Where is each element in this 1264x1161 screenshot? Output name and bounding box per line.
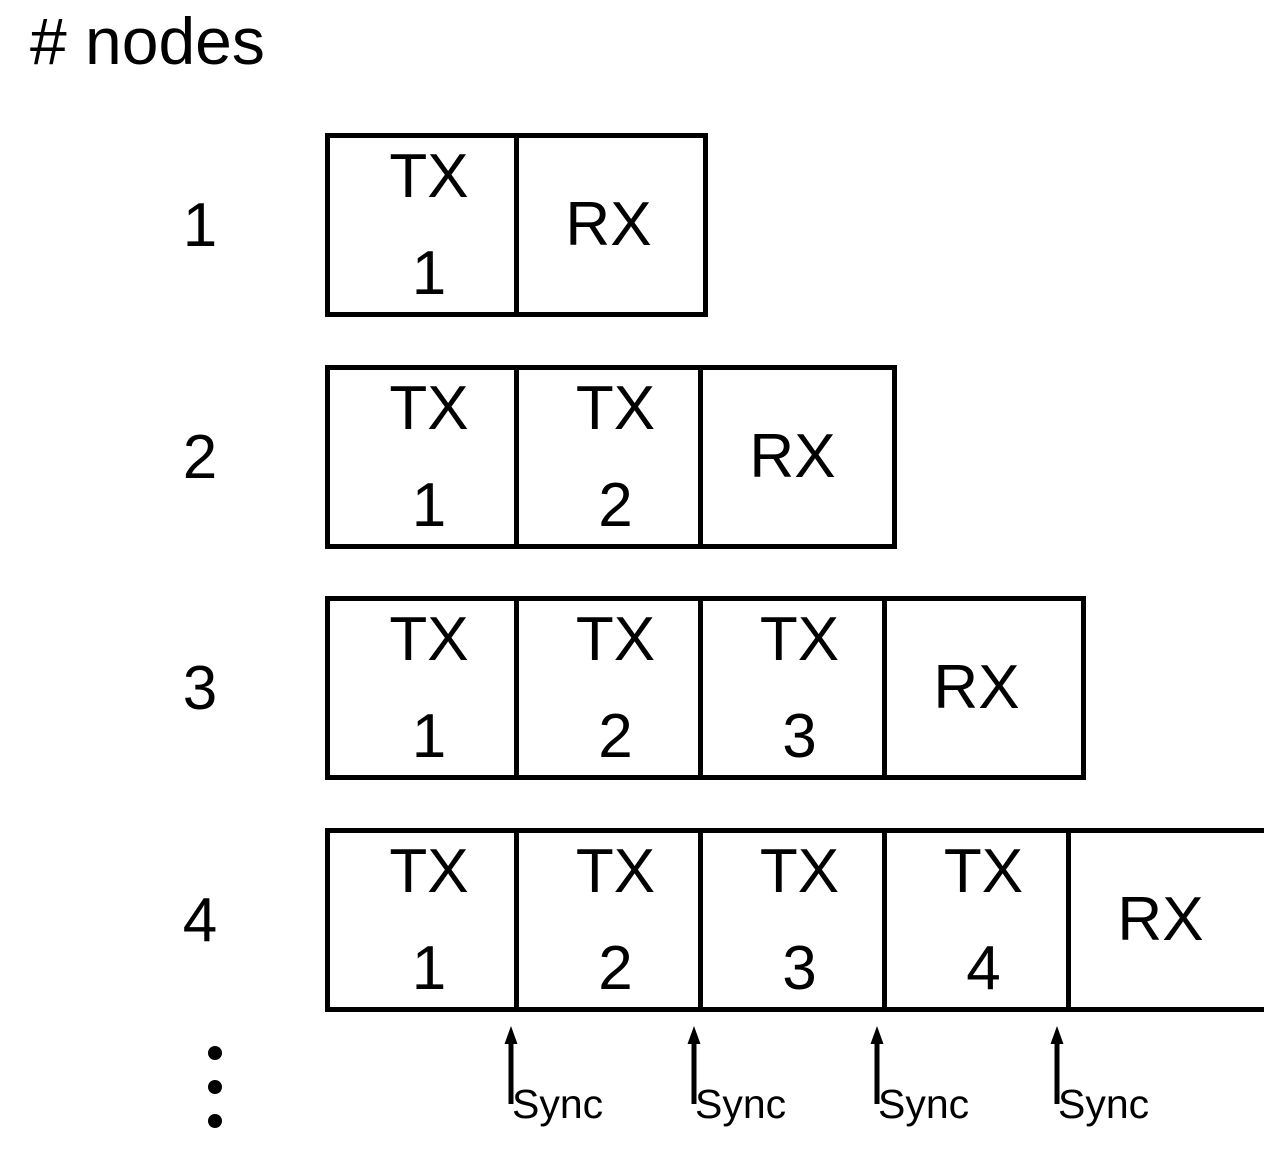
tx-slot-label: TX xyxy=(389,605,469,674)
ellipsis-dot xyxy=(208,1114,222,1128)
tx-slot-cell: TX 2 xyxy=(514,833,698,1007)
tx-slot-cell: TX 1 xyxy=(330,370,514,544)
tx-slot-index: 4 xyxy=(966,933,1001,1003)
tx-slot-index: 2 xyxy=(598,701,633,771)
vertical-ellipsis-icon xyxy=(208,1046,224,1148)
tx-slot-cell: TX 2 xyxy=(514,601,698,775)
sync-arrow-up-icon xyxy=(687,1026,701,1104)
sync-arrow-up-icon xyxy=(1050,1026,1064,1104)
rx-slot-cell: RX xyxy=(1066,833,1250,1007)
rx-slot-cell: RX xyxy=(698,370,882,544)
row-node-count-label: 3 xyxy=(182,654,218,723)
tx-slot-label: TX xyxy=(759,837,840,906)
row-node-count-label: 4 xyxy=(182,886,218,955)
page-title: # nodes xyxy=(30,4,265,78)
tx-slot-cell: TX 1 xyxy=(330,601,514,775)
tx-slot-label: TX xyxy=(575,374,656,443)
tx-slot-index: 1 xyxy=(411,701,447,771)
tx-slot-index: 2 xyxy=(598,470,633,540)
ellipsis-dot xyxy=(208,1046,222,1060)
sync-arrow-up-icon xyxy=(504,1026,518,1104)
tx-slot-cell: TX 3 xyxy=(698,833,882,1007)
rx-slot-label: RX xyxy=(933,653,1020,722)
sync-label: Sync xyxy=(1058,1081,1150,1127)
sync-arrow-up-icon xyxy=(870,1026,884,1104)
tx-slot-label: TX xyxy=(389,142,469,211)
tx-slot-label: TX xyxy=(389,837,469,906)
tx-slot-index: 1 xyxy=(411,933,447,1003)
tx-slot-label: TX xyxy=(575,837,656,906)
row-node-count-label: 2 xyxy=(182,423,218,492)
timeline-row: TX 1 RX xyxy=(325,133,708,317)
tx-slot-label: TX xyxy=(759,605,840,674)
timeline-row: TX 1 TX 2 RX xyxy=(325,365,897,549)
tx-slot-index: 2 xyxy=(598,933,633,1003)
tx-slot-label: TX xyxy=(575,605,656,674)
tx-slot-index: 1 xyxy=(411,470,447,540)
rx-slot-cell: RX xyxy=(514,138,698,312)
timeline-row: TX 1 TX 2 TX 3 TX 4 RX xyxy=(325,828,1264,1012)
sync-label: Sync xyxy=(695,1081,787,1127)
ellipsis-dot xyxy=(208,1080,222,1094)
tx-slot-cell: TX 3 xyxy=(698,601,882,775)
timeline-row: TX 1 TX 2 TX 3 RX xyxy=(325,596,1086,780)
rx-slot-label: RX xyxy=(565,190,652,259)
sync-label: Sync xyxy=(512,1081,604,1127)
rx-slot-label: RX xyxy=(1117,885,1204,954)
tx-slot-label: TX xyxy=(943,837,1024,906)
rx-slot-label: RX xyxy=(749,422,836,491)
tx-slot-label: TX xyxy=(389,374,469,443)
tx-slot-index: 3 xyxy=(782,701,817,771)
row-node-count-label: 1 xyxy=(182,191,218,260)
tx-slot-index: 3 xyxy=(782,933,817,1003)
tx-slot-index: 1 xyxy=(411,238,447,308)
tx-slot-cell: TX 2 xyxy=(514,370,698,544)
rx-slot-cell: RX xyxy=(882,601,1066,775)
tx-slot-cell: TX 1 xyxy=(330,138,514,312)
sync-label: Sync xyxy=(878,1081,970,1127)
tx-slot-cell: TX 4 xyxy=(882,833,1066,1007)
tx-slot-cell: TX 1 xyxy=(330,833,514,1007)
